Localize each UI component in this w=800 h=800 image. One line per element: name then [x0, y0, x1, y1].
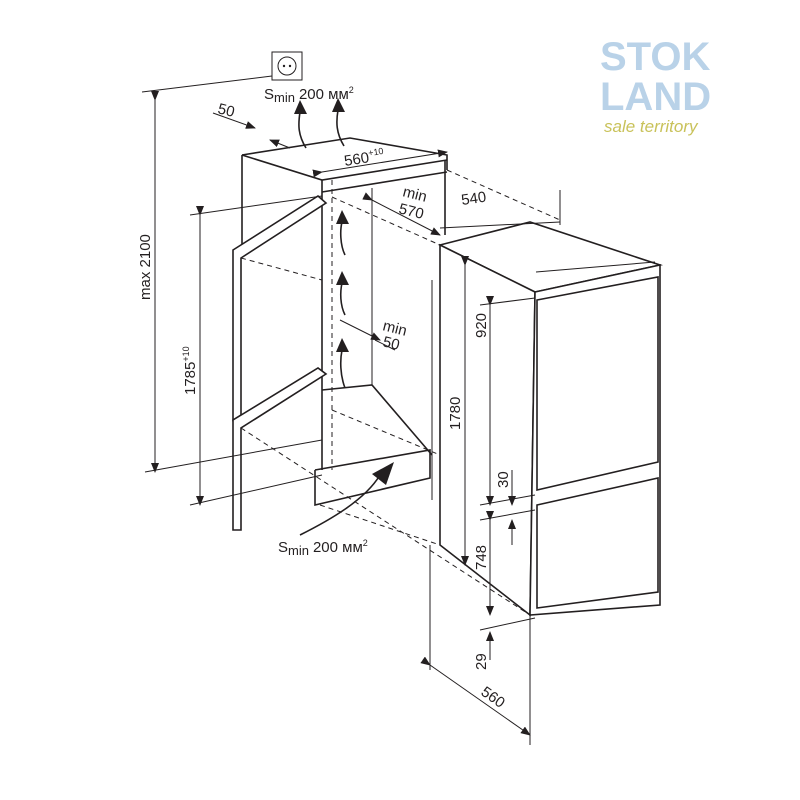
rear-gap-label: 50 — [381, 333, 401, 354]
appliance-width-label: 560 — [478, 683, 508, 711]
top-gap-label: 50 — [216, 100, 236, 121]
appliance-height-label: 1780 — [447, 397, 464, 430]
watermark: STOK LAND sale territory — [600, 35, 711, 136]
bottom-offset-label: 29 — [473, 653, 490, 670]
power-socket-icon — [141, 51, 303, 93]
lower-door — [536, 477, 659, 609]
max-height-label: max 2100 — [137, 234, 154, 300]
upper-door-label: 920 — [473, 313, 490, 338]
airflow-arrow-icon — [294, 98, 394, 536]
dimension-labels: max 2100 1785+10 560+10 min 570 50 min 5… — [137, 85, 512, 712]
upper-door — [536, 276, 659, 492]
appliance-depth-label: 540 — [460, 189, 487, 209]
lower-door-label: 748 — [473, 545, 490, 570]
watermark-line2: LAND — [600, 75, 711, 119]
niche-depth-min: min — [401, 183, 429, 205]
door-gap-label: 30 — [495, 471, 512, 488]
refrigerator — [431, 221, 664, 617]
watermark-line3: sale territory — [604, 117, 699, 136]
niche-height-label: 1785+10 — [181, 346, 199, 395]
watermark-line1: STOK — [600, 35, 711, 79]
niche-depth-label: 570 — [397, 200, 425, 223]
niche-width-label: 560+10 — [343, 146, 386, 170]
rear-gap-min: min — [381, 317, 409, 339]
dimension-lines — [144, 91, 561, 745]
